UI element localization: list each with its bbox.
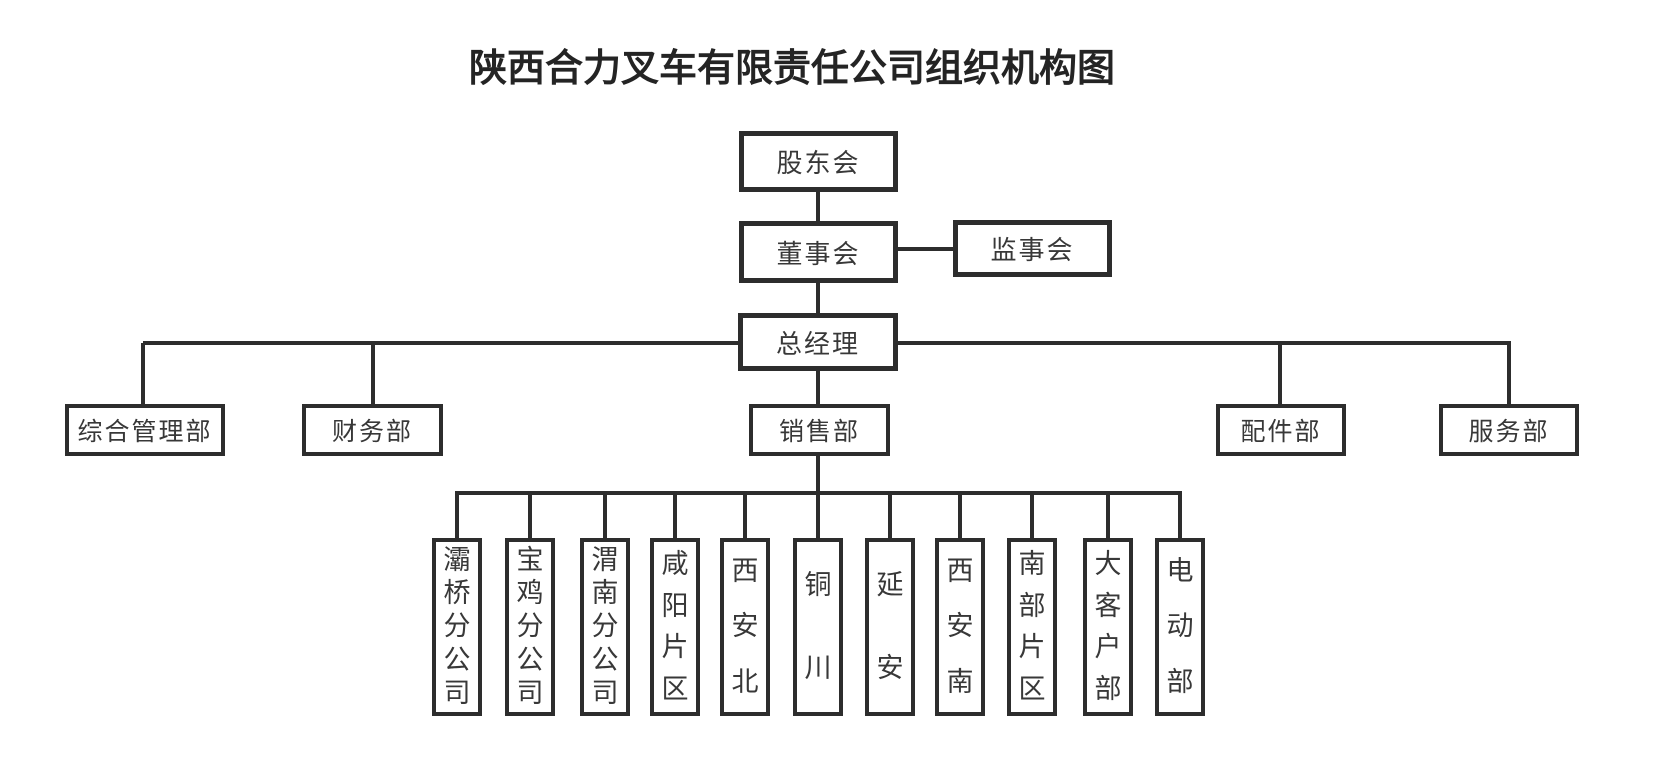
connector-board-supervisory bbox=[896, 247, 955, 251]
box-board: 董事会 bbox=[739, 221, 898, 283]
dept-service-label: 服务部 bbox=[1468, 419, 1550, 446]
stub-xianyang bbox=[673, 493, 677, 539]
box-dept-key-accounts: 大客户部 bbox=[1083, 538, 1133, 716]
connector-board-gm bbox=[816, 281, 820, 315]
stub-xian-south bbox=[958, 493, 962, 539]
stub-weinan bbox=[603, 493, 607, 539]
stub-xian-north bbox=[743, 493, 747, 539]
dept-parts-label: 配件部 bbox=[1240, 419, 1322, 446]
shareholders-label: 股东会 bbox=[776, 149, 861, 178]
stub-electric bbox=[1178, 493, 1182, 539]
box-dept-electric: 电动部 bbox=[1155, 538, 1205, 716]
box-dept-parts: 配件部 bbox=[1216, 404, 1346, 456]
box-area-xian-north: 西安北 bbox=[720, 538, 770, 716]
box-shareholders: 股东会 bbox=[739, 131, 898, 192]
box-dept-finance: 财务部 bbox=[302, 404, 443, 456]
box-area-xian-south: 西安南 bbox=[935, 538, 985, 716]
stub-south-area bbox=[1030, 493, 1034, 539]
area-xian-north-label: 西安北 bbox=[731, 556, 759, 697]
stub-tongchuan bbox=[816, 493, 820, 539]
dept-general-admin-label: 综合管理部 bbox=[77, 419, 213, 446]
area-yanan-label: 延安 bbox=[876, 570, 904, 683]
stub-service bbox=[1507, 343, 1511, 406]
branch-baqiao-label: 灞桥分公司 bbox=[443, 545, 471, 708]
area-tongchuan-label: 铜川 bbox=[804, 570, 832, 683]
connector-shareholders-board bbox=[816, 190, 820, 223]
box-area-south: 南部片区 bbox=[1007, 538, 1057, 716]
stub-parts bbox=[1278, 343, 1282, 406]
area-xianyang-label: 咸阳片区 bbox=[661, 549, 689, 704]
box-dept-general-admin: 综合管理部 bbox=[65, 404, 225, 456]
box-branch-baqiao: 灞桥分公司 bbox=[432, 538, 482, 716]
stub-finance bbox=[371, 343, 375, 406]
area-xian-south-label: 西安南 bbox=[946, 556, 974, 697]
box-dept-service: 服务部 bbox=[1439, 404, 1579, 456]
dept-finance-label: 财务部 bbox=[331, 419, 413, 446]
supervisory-label: 监事会 bbox=[990, 236, 1075, 265]
box-branch-weinan: 渭南分公司 bbox=[580, 538, 630, 716]
page-title: 陕西合力叉车有限责任公司组织机构图 bbox=[468, 48, 1115, 90]
general-manager-label: 总经理 bbox=[775, 329, 860, 359]
stub-baoji bbox=[528, 493, 532, 539]
branch-line-left bbox=[143, 341, 740, 345]
dept-electric-label: 电动部 bbox=[1166, 556, 1194, 697]
stub-key-accounts bbox=[1106, 493, 1110, 539]
area-south-label: 南部片区 bbox=[1018, 549, 1046, 704]
box-area-yanan: 延安 bbox=[865, 538, 915, 716]
dept-key-accounts-label: 大客户部 bbox=[1094, 549, 1122, 704]
branch-weinan-label: 渭南分公司 bbox=[591, 545, 619, 708]
box-general-manager: 总经理 bbox=[738, 313, 898, 371]
box-area-xianyang: 咸阳片区 bbox=[650, 538, 700, 716]
connector-sales-bus bbox=[816, 454, 820, 493]
stub-general-admin bbox=[141, 343, 145, 406]
branch-line-right bbox=[896, 341, 1511, 345]
branch-baoji-label: 宝鸡分公司 bbox=[516, 545, 544, 708]
stub-baqiao bbox=[455, 493, 459, 539]
dept-sales-label: 销售部 bbox=[778, 419, 860, 446]
stub-yanan bbox=[888, 493, 892, 539]
board-label: 董事会 bbox=[776, 239, 861, 269]
box-branch-baoji: 宝鸡分公司 bbox=[505, 538, 555, 716]
box-dept-sales: 销售部 bbox=[749, 404, 890, 456]
connector-gm-sales bbox=[816, 369, 820, 406]
box-area-tongchuan: 铜川 bbox=[793, 538, 843, 716]
box-supervisory: 监事会 bbox=[953, 220, 1112, 277]
